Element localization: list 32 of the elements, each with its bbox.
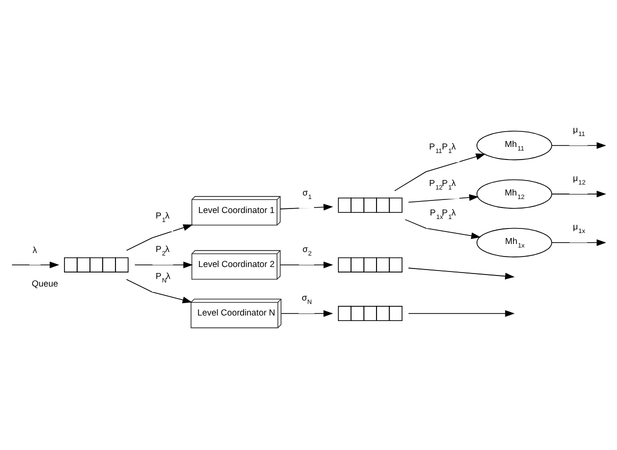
arrow <box>126 278 192 303</box>
arrow <box>280 203 334 210</box>
arrow <box>408 310 515 316</box>
arrow <box>280 310 334 316</box>
edge-label: P$_{N}$λ <box>156 270 170 284</box>
edge-label: P$_{12}$P$_{1}$λ <box>429 177 456 191</box>
arrow <box>280 261 334 268</box>
arrow <box>552 190 606 197</box>
edge-label: P$_{1}$λ <box>156 210 170 224</box>
edge-label: λ <box>32 244 37 254</box>
edge-label: P$_{2}$λ <box>156 244 170 258</box>
edge-label: σ$_{1}$ <box>302 186 312 200</box>
edge-label: σ$_{N}$ <box>302 292 312 306</box>
arrow <box>552 238 606 246</box>
node-ellipse: Mh$_{12}$ <box>476 178 552 208</box>
arrow <box>126 224 193 250</box>
arrow <box>404 218 481 239</box>
arrow <box>394 152 486 191</box>
node-ellipse: Mh$_{1x}$ <box>476 227 552 257</box>
arrow <box>408 194 479 202</box>
edge-label: P$_{1x}$P$_{1}$λ <box>430 206 456 220</box>
arrow <box>552 142 606 148</box>
arrow <box>408 267 515 279</box>
arrow <box>12 261 60 268</box>
edge-label: μ$_{12}$ <box>572 172 586 186</box>
node-label: Queue <box>32 278 58 288</box>
node-ellipse: Mh$_{11}$ <box>476 130 552 160</box>
edge-label: P$_{11}$P$_{1}$λ <box>429 140 456 154</box>
edge-label: σ$_{2}$ <box>302 244 312 258</box>
edge-label: μ$_{11}$ <box>572 124 586 138</box>
arrow <box>134 261 193 268</box>
edge-label: μ$_{1x}$ <box>572 221 586 235</box>
